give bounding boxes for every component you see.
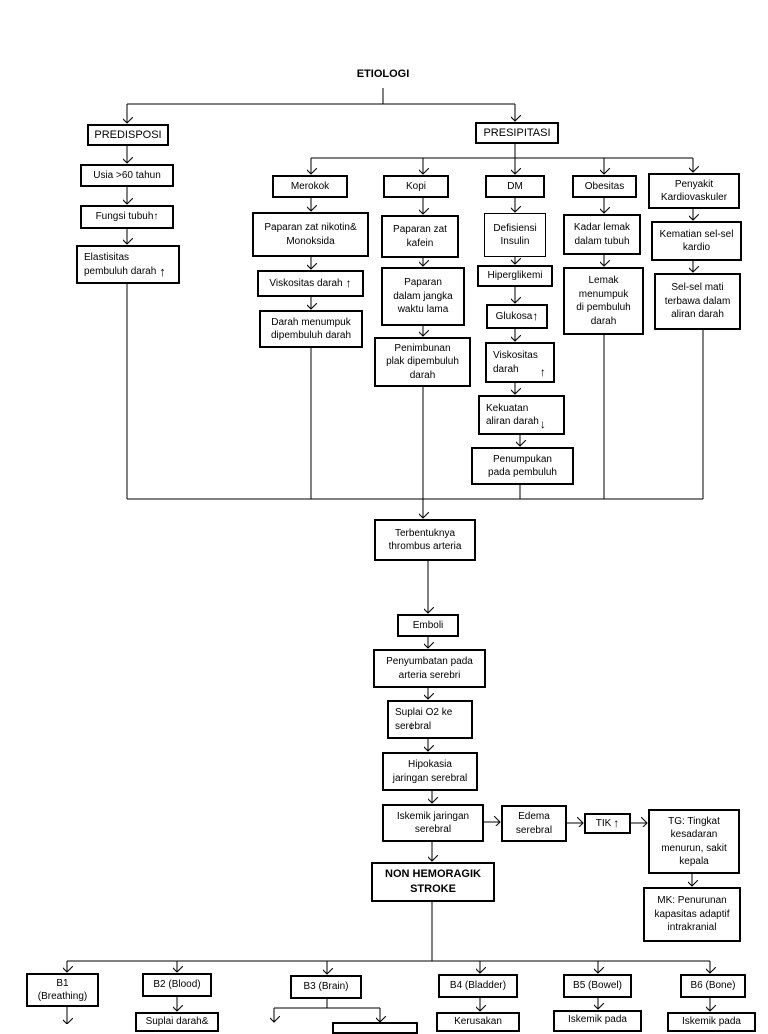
arrow-up-icon: ↑ — [532, 309, 539, 324]
arrow-up-icon: ↑ — [613, 816, 620, 831]
tik-node: TIK ↑ — [584, 813, 631, 834]
paparan-nikotin-node: Paparan zat nikotin& Monoksida — [252, 212, 369, 257]
merokok-node: Merokok — [272, 175, 348, 198]
glukosa-node: Glukosa ↑ — [486, 304, 548, 329]
kadar-lemak-node: Kadar lemak dalam tubuh — [563, 214, 641, 255]
b6-sub-node: Iskemik pada — [667, 1012, 756, 1032]
viskositas-dm-label: Viskositas darah — [493, 350, 538, 375]
edema-node: Edema serebral — [501, 805, 567, 842]
b1-node: B1 (Breathing) — [26, 973, 99, 1007]
penumpukan-node: Penumpukan pada pembuluh — [471, 447, 574, 485]
b4-node: B4 (Bladder) — [438, 974, 518, 998]
paparan-kafein-node: Paparan zat kafein — [381, 215, 459, 258]
viskositas-darah-node: Viskositas darah ↑ — [257, 270, 364, 297]
fungsi-tubuh-node: Fungsi tubuh ↑ — [80, 205, 174, 229]
kekuatan-aliran-node: Kekuatan aliran darah ↓ — [478, 395, 565, 435]
b3-node: B3 (Brain) — [290, 975, 362, 999]
iskemik-jaringan-node: Iskemik jaringan serebral — [382, 804, 484, 842]
diagram-title: ETIOLOGI — [356, 68, 410, 80]
paparan-jangka-node: Paparan dalam jangka waktu lama — [381, 267, 465, 326]
suplai-o2-node: Suplai O2 ke serebral ↓ — [387, 700, 473, 739]
fungsi-tubuh-label: Fungsi tubuh — [95, 211, 154, 223]
glukosa-label: Glukosa — [495, 310, 533, 322]
viskositas-dm-node: Viskositas darah ↑ — [485, 342, 555, 383]
mk-node: MK: Penurunan kapasitas adaptif intrakra… — [643, 887, 741, 942]
hiperglikemi-node: Hiperglikemi — [477, 265, 553, 287]
kekuatan-label: Kekuatan aliran darah — [486, 402, 539, 428]
b4-sub-node: Kerusakan — [436, 1012, 520, 1032]
presipitasi-node: PRESIPITASI — [475, 122, 559, 144]
arrow-down-icon: ↓ — [408, 718, 415, 733]
darah-menumpuk-node: Darah menumpuk dipembuluh darah — [259, 310, 363, 348]
penimbunan-plak-node: Penimbunan plak dipembuluh darah — [374, 337, 471, 387]
elastisitas-label: Elastisitas pembuluh darah — [84, 252, 157, 277]
usia-node: Usia >60 tahun — [80, 164, 174, 187]
emboli-node: Emboli — [397, 614, 459, 637]
b6-node: B6 (Bone) — [680, 974, 746, 998]
suplai-label: Suplai O2 ke serebral — [395, 707, 453, 732]
dm-node: DM — [485, 175, 545, 198]
arrow-up-icon: ↑ — [539, 364, 546, 379]
arrow-up-icon: ↑ — [153, 211, 159, 223]
viskositas-label: Viskositas darah — [269, 277, 343, 289]
kematian-sel-node: Kematian sel-sel kardio — [651, 221, 742, 261]
arrow-up-icon: ↑ — [159, 264, 166, 280]
b2-node: B2 (Blood) — [142, 973, 212, 997]
hipokasia-node: Hipokasia jaringan serebral — [382, 752, 478, 791]
arrow-down-icon: ↓ — [539, 416, 546, 431]
kopi-node: Kopi — [383, 175, 449, 198]
kardiovaskuler-node: Penyakit Kardiovaskuler — [648, 173, 740, 209]
lemak-menumpuk-node: Lemak menumpuk di pembuluh darah — [563, 267, 644, 335]
b5-node: B5 (Bowel) — [563, 974, 632, 998]
tg-node: TG: Tingkat kesadaran menurun, sakit kep… — [648, 809, 740, 874]
b5-sub-node: Iskemik pada — [553, 1010, 642, 1032]
tik-label: TIK — [595, 817, 612, 829]
arrow-up-icon: ↑ — [345, 276, 352, 291]
sel-mati-node: Sel-sel mati terbawa dalam aliran darah — [654, 273, 741, 330]
b2-sub-node: Suplai darah& — [135, 1012, 219, 1032]
defisiensi-insulin-node: Defisiensi Insulin — [484, 213, 546, 257]
thrombus-node: Terbentuknya thrombus arteria — [374, 519, 476, 561]
predisposisi-node: PREDISPOSI — [87, 124, 169, 146]
obesitas-node: Obesitas — [572, 175, 637, 198]
stroke-node: NON HEMORAGIK STROKE — [371, 862, 495, 902]
elastisitas-node: Elastisitas pembuluh darah ↑ — [76, 245, 180, 284]
penyumbatan-node: Penyumbatan pada arteria serebri — [373, 649, 486, 688]
